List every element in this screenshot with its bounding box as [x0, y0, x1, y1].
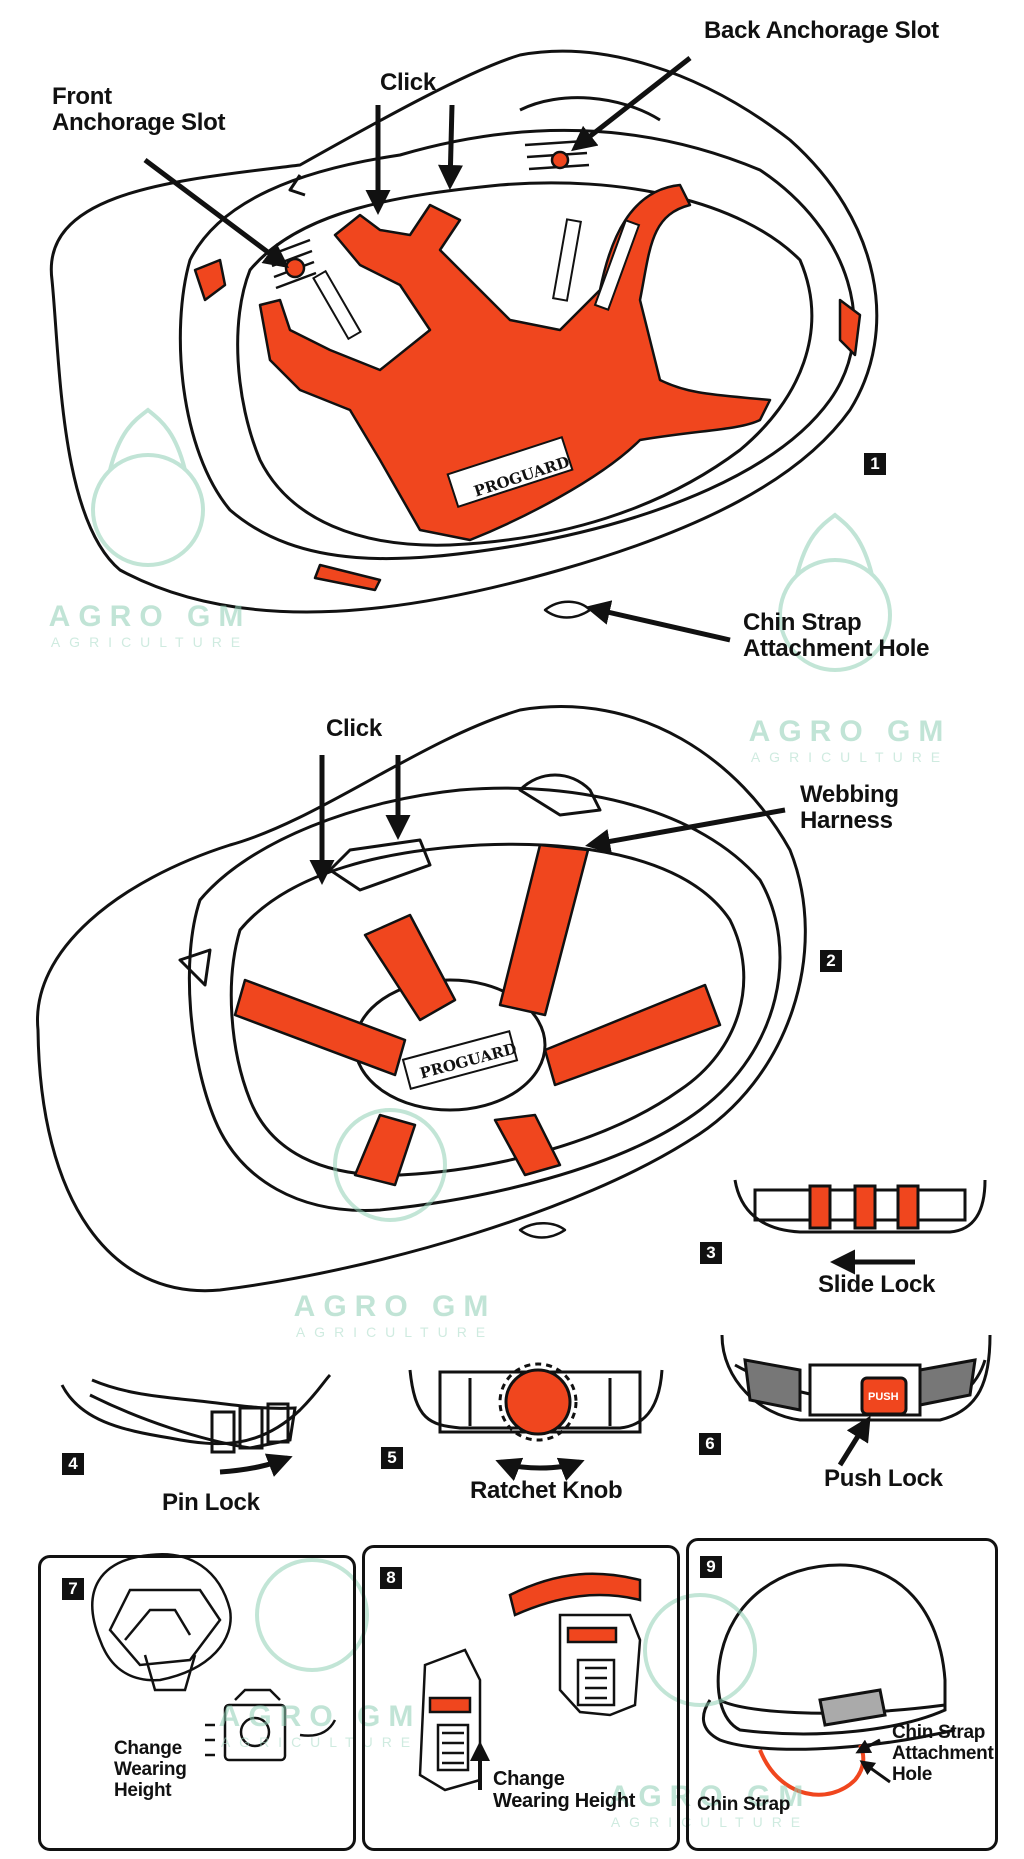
figure-number-8: 8 [380, 1567, 402, 1589]
figure-4-pin-lock [60, 1373, 332, 1477]
figure-6-push-lock [720, 1334, 992, 1467]
slide-lock-label: Slide Lock [818, 1271, 936, 1298]
figure-2-arrows [309, 755, 786, 885]
click-label-1: Click [380, 69, 436, 96]
figure-number-1: 1 [864, 453, 886, 475]
figure-number-3: 3 [700, 1242, 722, 1264]
helmet-1-headband [236, 181, 814, 547]
helmet-2-headband [229, 842, 746, 1177]
panel-8 [362, 1545, 680, 1851]
figure-number-6: 6 [699, 1433, 721, 1455]
helmet-2-brim [36, 705, 807, 1293]
panel-7 [38, 1555, 356, 1851]
push-lock-label: Push Lock [824, 1465, 943, 1492]
chin-strap-line [758, 1744, 866, 1797]
chin-strap-attachment-hole-label: Chin Strap Attachment Hole [743, 609, 930, 662]
helmet-1-shell-inner [178, 128, 856, 561]
figure-7-change-height [91, 1553, 337, 1762]
push-button-text: PUSH [868, 1391, 899, 1403]
chin-strap-hole-1 [543, 600, 592, 619]
figure-1-helmet [49, 49, 879, 619]
figure-1-suspension [193, 183, 862, 592]
figure-number-4: 4 [62, 1453, 84, 1475]
watermark-emblems [91, 407, 892, 1707]
helmet-2-shell-inner [187, 786, 782, 1212]
figure-number-7: 7 [62, 1578, 84, 1600]
webbing-harness-label: Webbing Harness [800, 781, 899, 834]
push-button [860, 1376, 908, 1416]
figure-number-9: 9 [700, 1556, 722, 1578]
figure-number-2: 2 [820, 950, 842, 972]
back-anchorage-slot-label: Back Anchorage Slot [704, 17, 939, 44]
ratchet-knob-dial [504, 1368, 572, 1436]
pin-lock-label: Pin Lock [162, 1489, 260, 1516]
chin-strap-attachment-hole-label-9: Chin Strap Attachment Hole [892, 1722, 994, 1785]
front-anchorage-slot-label: Front Anchorage Slot [52, 83, 226, 136]
ratchet-knob-label: Ratchet Knob [470, 1477, 623, 1504]
click-label-2: Click [326, 715, 382, 742]
chin-strap-hole-2 [518, 1222, 567, 1239]
webbing-straps [233, 843, 722, 1187]
anchorage-slot-marks [269, 139, 590, 290]
change-wearing-height-label-7: Change Wearing Height [114, 1738, 187, 1801]
panel-9 [686, 1538, 998, 1851]
figure-2-helmet [36, 705, 807, 1293]
figure-8-change-height [418, 1572, 642, 1792]
helmet-1-brim [49, 49, 879, 614]
figure-number-5: 5 [381, 1447, 403, 1469]
change-wearing-height-label-8: Change Wearing Height [493, 1768, 636, 1812]
figure-3-slide-lock [733, 1179, 987, 1275]
figure-1-arrows [143, 56, 731, 643]
figure-9-chin-strap [701, 1563, 956, 1797]
figure-5-ratchet-knob [408, 1362, 664, 1482]
chin-strap-label: Chin Strap [697, 1794, 791, 1815]
